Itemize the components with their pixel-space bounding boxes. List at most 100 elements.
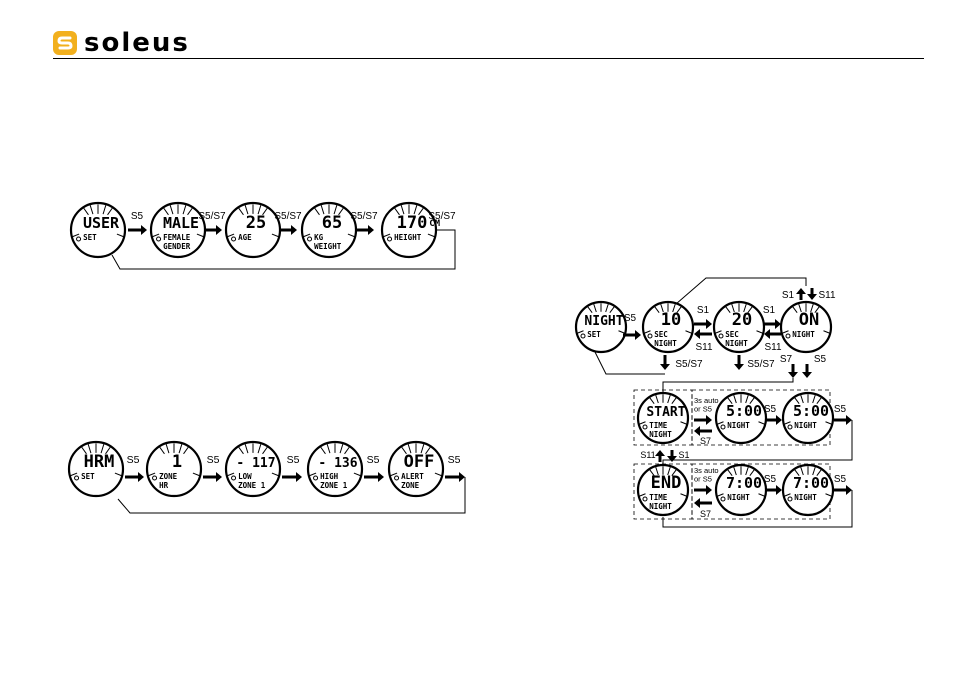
- button-label-s11: S11: [695, 342, 712, 353]
- arrow-hrm-1: [203, 472, 222, 482]
- end-loop-line: [662, 490, 853, 528]
- button-label-s11: S11: [764, 342, 781, 353]
- lcd-main-value: - 136: [318, 456, 357, 471]
- button-label-4: S5: [448, 454, 461, 466]
- lcd-label-1: HR: [159, 481, 169, 490]
- arrow-down-s5: [802, 364, 812, 378]
- lcd-label-0: FEMALE: [163, 233, 191, 242]
- button-label-s5s7: S5/S7: [747, 359, 775, 370]
- button-label-0: S5: [127, 454, 140, 466]
- button-label-1: S5: [207, 454, 220, 466]
- arrow-s5-start-mid: [765, 415, 782, 425]
- arrow-down-s5s7-b: [734, 355, 744, 370]
- lcd-label-1: ZONE 1: [238, 481, 266, 490]
- lcd-label-0: NIGHT: [792, 330, 815, 339]
- lcd-label-1: ZONE 1: [320, 481, 348, 490]
- lcd-main-value: 1: [172, 452, 182, 472]
- start-loop-line: [662, 420, 853, 465]
- lcd-main-value: USER: [83, 214, 120, 232]
- arrow-auto-end: [694, 485, 712, 495]
- button-label-s5s7: S5/S7: [675, 359, 703, 370]
- loop-back-line: [117, 477, 466, 514]
- lcd-label-0: SET: [83, 233, 97, 242]
- button-label-s7: S7: [700, 509, 711, 519]
- lcd-main-value: MALE: [163, 214, 199, 232]
- lcd-main-value: 7:00: [793, 474, 829, 492]
- arrow-down-s11: [807, 288, 817, 300]
- arrow-s11-b: [764, 329, 781, 339]
- lcd-label-1: GENDER: [163, 242, 191, 251]
- loop-line-top: [675, 277, 807, 305]
- lcd-label-0: NIGHT: [794, 421, 817, 430]
- lcd-label-0: SEC: [725, 330, 739, 339]
- flash-rays-icon: [313, 204, 345, 216]
- arrow-down-s5s7-a: [660, 355, 670, 370]
- lcd-main-value: 25: [246, 213, 266, 233]
- button-label-s5: S5: [764, 474, 777, 485]
- button-label-s1: S1: [782, 290, 795, 301]
- arrow-up-s1: [796, 288, 806, 300]
- lcd-label-0: ZONE: [159, 472, 178, 481]
- lcd-main-value: 5:00: [793, 402, 829, 420]
- lcd-main-value: HRM: [84, 452, 115, 472]
- flash-rays-icon: [726, 394, 756, 404]
- lcd-label-0: AGE: [238, 233, 252, 242]
- flash-rays-icon: [653, 303, 683, 313]
- lcd-label-1: NIGHT: [654, 339, 677, 348]
- button-label-s5: S5: [624, 313, 637, 324]
- arrow-hrm-3: [364, 472, 384, 482]
- lcd-label-1: WEIGHT: [314, 242, 342, 251]
- brand-name: soleus: [84, 28, 190, 58]
- arrow-auto-start: [694, 415, 712, 425]
- button-label-0: S5: [131, 211, 144, 222]
- flash-rays-icon: [82, 204, 114, 216]
- soleus-logo-icon: [53, 31, 77, 55]
- arrow-s7-start: [694, 426, 712, 436]
- lcd-label-0: LOW: [238, 472, 252, 481]
- button-label-4: S5/S7: [428, 211, 456, 222]
- lcd-label-1: NIGHT: [649, 502, 672, 511]
- arrow-s5-start-end: [834, 415, 852, 425]
- flash-rays-icon: [724, 303, 754, 313]
- flash-rays-icon: [237, 443, 269, 455]
- button-label-1: S5/S7: [198, 211, 226, 222]
- arrow-s1-b: [764, 319, 781, 329]
- flash-rays-icon: [158, 443, 190, 455]
- button-label-s5: S5: [814, 354, 827, 365]
- button-label-s11: S11: [640, 450, 655, 460]
- button-label-s1: S1: [763, 305, 776, 316]
- flash-rays-icon: [793, 466, 823, 476]
- lcd-label-1: NIGHT: [649, 430, 672, 439]
- arrow-down-s1-mid: [667, 450, 677, 462]
- branch-line: [662, 378, 794, 395]
- page-header: soleus: [0, 0, 954, 60]
- flash-rays-icon: [237, 204, 269, 216]
- lcd-label-1: ZONE: [401, 481, 420, 490]
- lcd-main-value: 170: [397, 213, 428, 233]
- flash-rays-icon: [726, 466, 756, 476]
- loop-line-bottom: [594, 351, 665, 375]
- lcd-main-value: - 117: [236, 456, 275, 471]
- arrow-hrm-0: [125, 472, 144, 482]
- lcd-label-0: TIME: [649, 493, 668, 502]
- lcd-label-0: HEIGHT: [394, 233, 422, 242]
- start-time-group-box: [691, 389, 831, 446]
